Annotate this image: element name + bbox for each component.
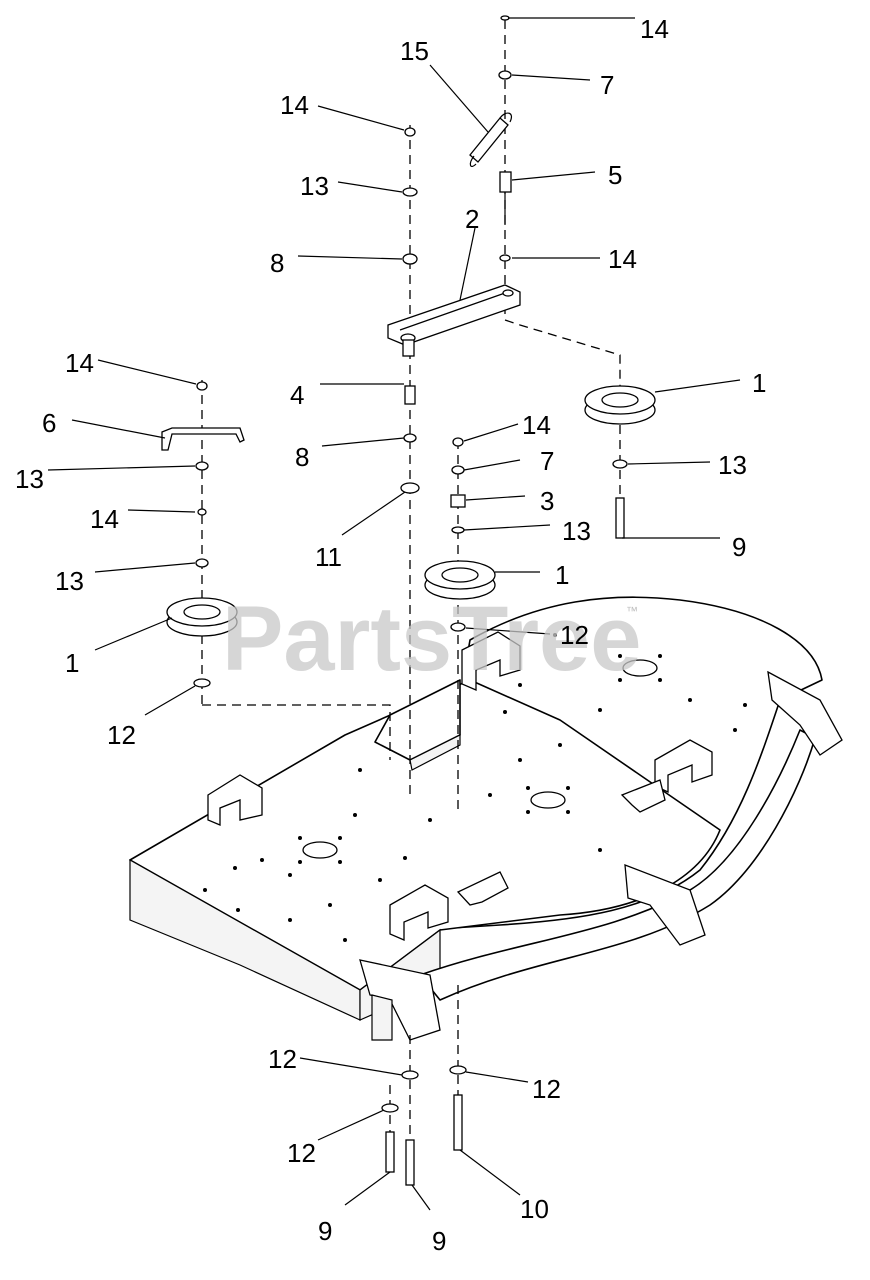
callout-label: 1 [555,560,569,590]
callout-label: 1 [752,368,766,398]
callout-label: 8 [295,442,309,472]
pulley-left [166,597,238,637]
callout-label: 12 [532,1074,561,1104]
callout-label: 4 [290,380,304,410]
callout-label: 7 [540,446,554,476]
callout-label: 9 [732,532,746,562]
callout-label: 7 [600,70,614,100]
callout-label: 13 [300,171,329,201]
pulley-right [584,385,656,425]
idler-arm-assembly [387,112,521,357]
callout-label: 9 [318,1216,332,1246]
callout-label: 10 [520,1194,549,1224]
callout-label: 9 [432,1226,446,1256]
callout-label: 12 [287,1138,316,1168]
callout-label: 12 [107,720,136,750]
callout-label: 2 [465,204,479,234]
callout-label: 14 [65,348,94,378]
hardware [161,15,628,1186]
spring-15 [469,112,512,167]
callout-label: 13 [718,450,747,480]
callout-label: 14 [608,244,637,274]
callout-label: 14 [280,90,309,120]
callout-label: 5 [608,160,622,190]
callout-label: 1 [65,648,79,678]
watermark: PartsTree ™ [222,588,641,690]
callout-label: 13 [562,516,591,546]
callout-label: 14 [90,504,119,534]
callout-label: 15 [400,36,429,66]
pulley-center [424,560,496,600]
callout-label: 12 [560,620,589,650]
callout-label: 13 [15,464,44,494]
callout-label: 3 [540,486,554,516]
mower-deck [129,596,843,1041]
callout-label: 13 [55,566,84,596]
leader-lines [47,17,741,1211]
callout-label: 8 [270,248,284,278]
callout-label: 6 [42,408,56,438]
callouts: 14 7 15 14 5 13 2 8 14 14 1 4 6 8 14 13 … [15,14,766,1256]
callout-label: 14 [640,14,669,44]
watermark-trademark: ™ [626,604,638,618]
pulleys [166,385,656,637]
callout-label: 14 [522,410,551,440]
watermark-text: PartsTree [222,588,641,690]
callout-label: 12 [268,1044,297,1074]
callout-label: 11 [315,542,342,572]
